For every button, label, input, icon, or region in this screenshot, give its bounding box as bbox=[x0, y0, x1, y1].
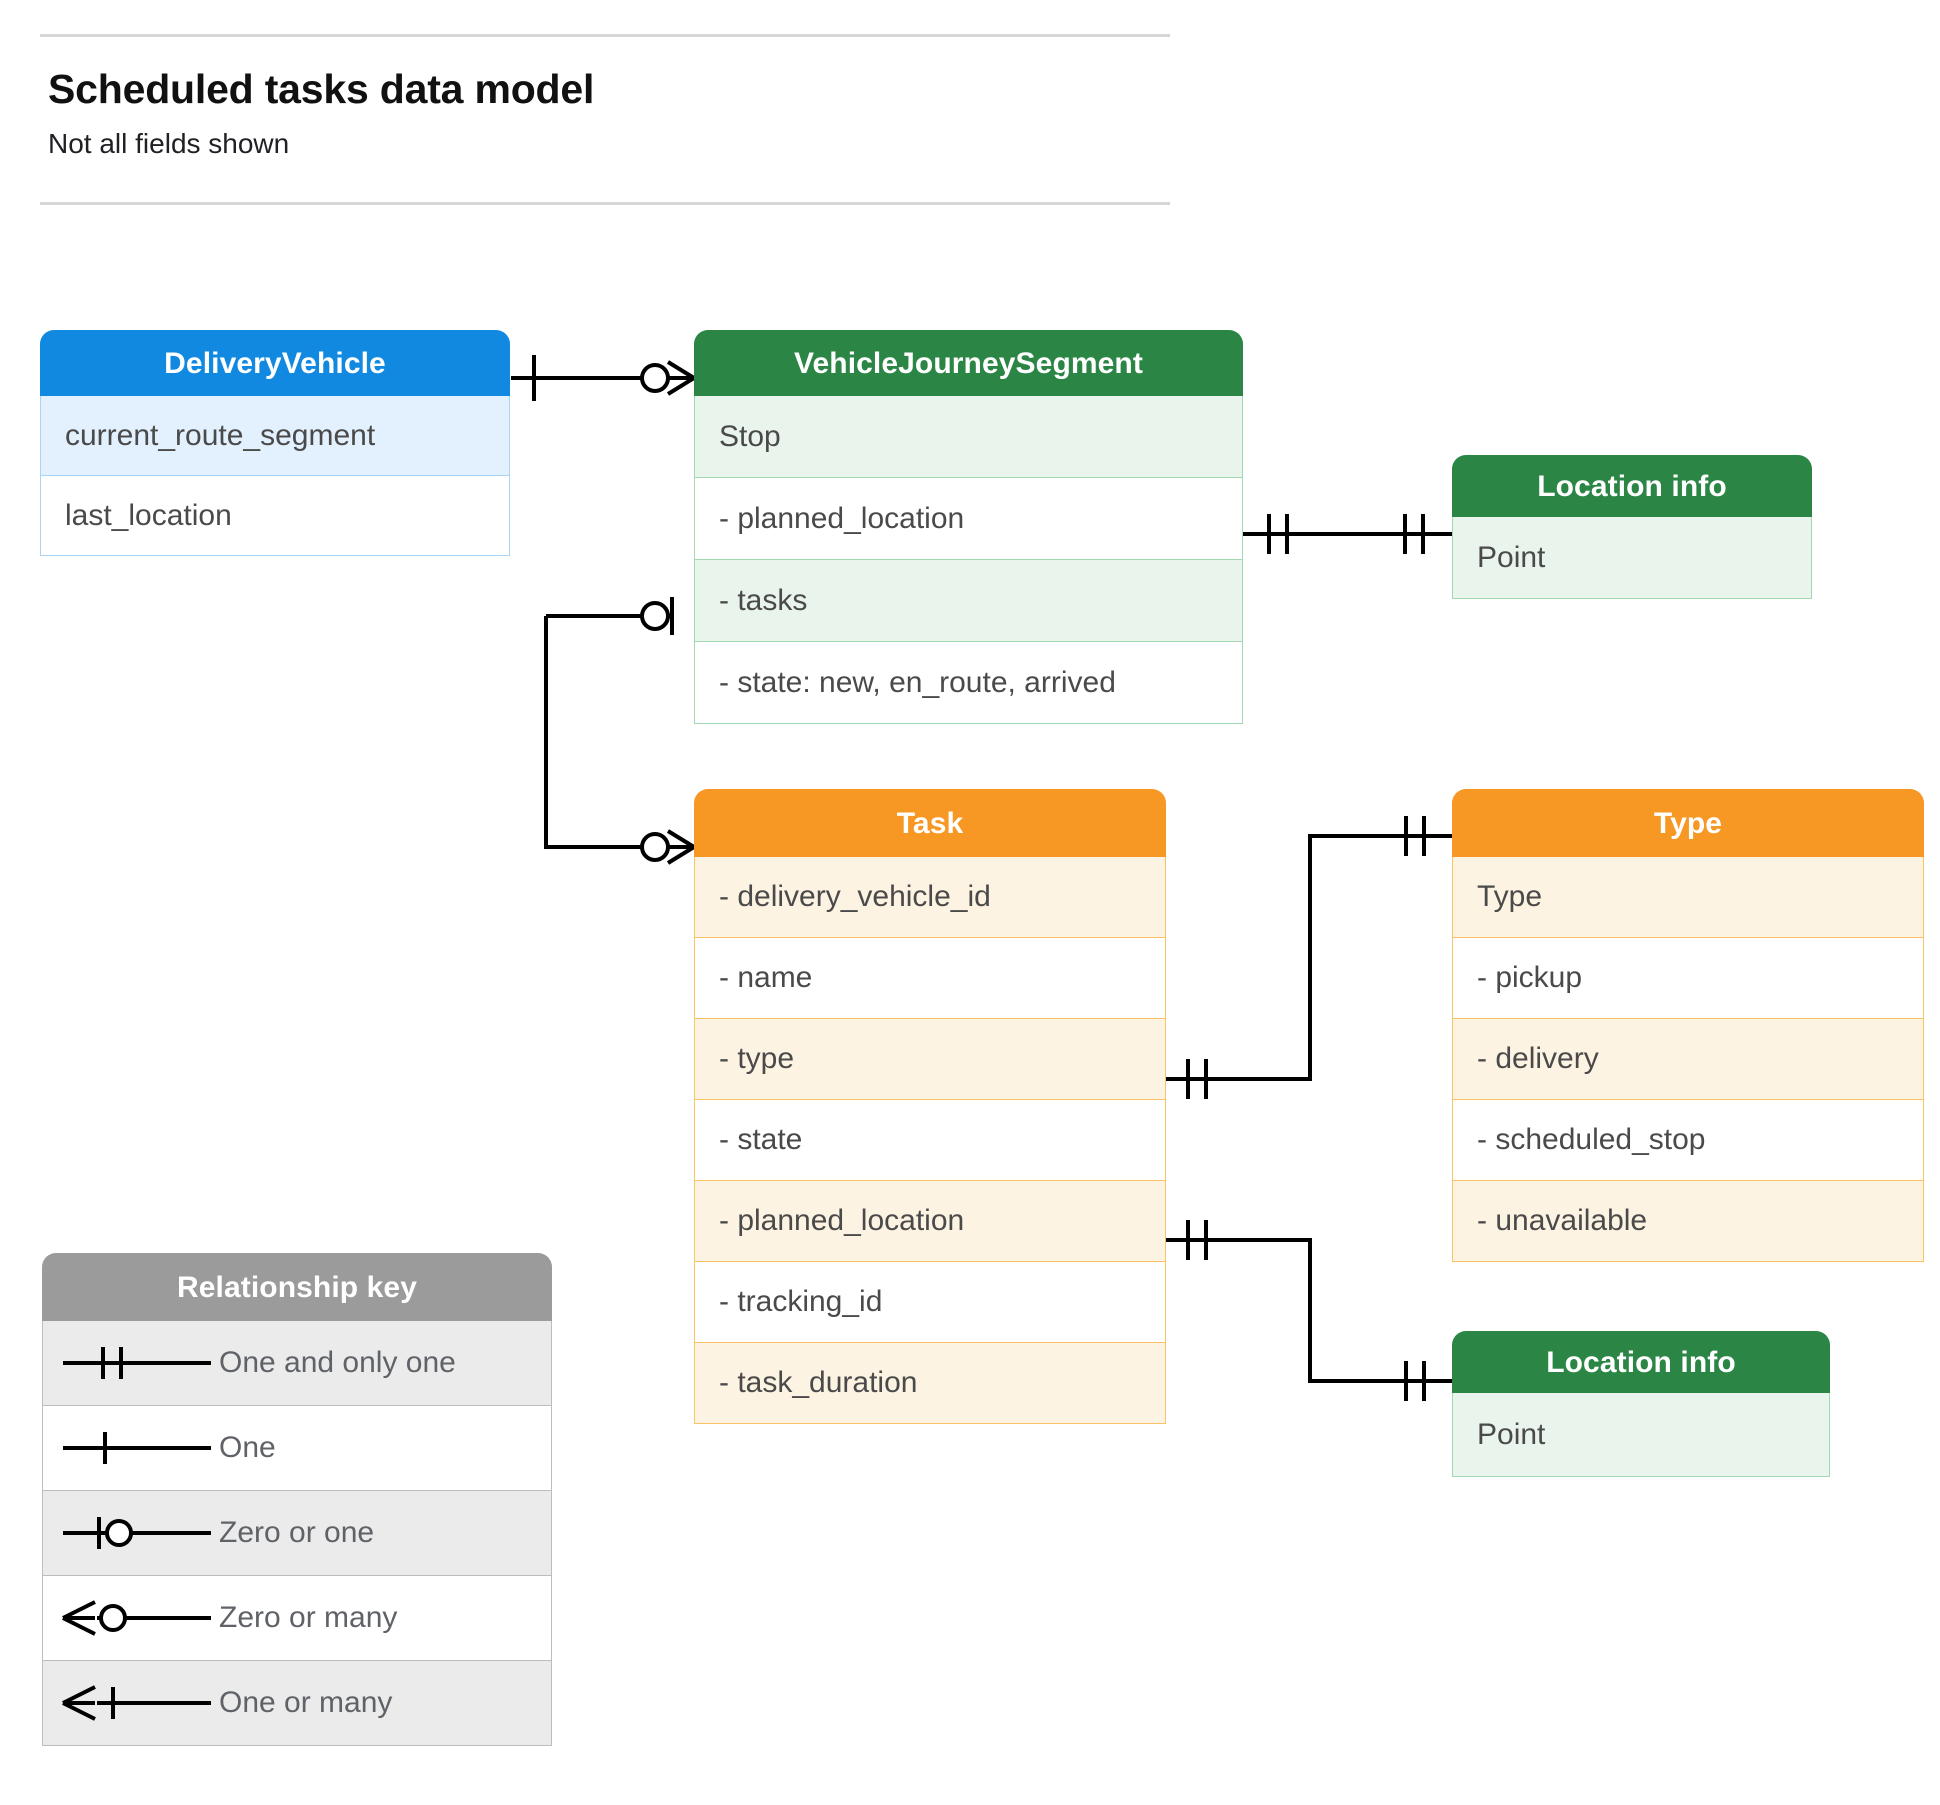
entity-type[interactable]: Type Type - pickup - delivery - schedule… bbox=[1452, 789, 1924, 1262]
field-state: - state: new, en_route, arrived bbox=[694, 642, 1243, 724]
field-last-location: last_location bbox=[40, 476, 510, 556]
entity-delivery-vehicle[interactable]: DeliveryVehicle current_route_segment la… bbox=[40, 330, 510, 556]
field-tracking-id: - tracking_id bbox=[694, 1262, 1166, 1343]
zero-or-one-icon bbox=[43, 1491, 219, 1575]
legend-label-one-and-only-one: One and only one bbox=[219, 1346, 456, 1379]
legend-label-one-or-many: One or many bbox=[219, 1686, 393, 1719]
header-divider-top bbox=[40, 34, 1170, 37]
field-task-duration: - task_duration bbox=[694, 1343, 1166, 1424]
field-point-top: Point bbox=[1452, 517, 1812, 599]
field-name: - name bbox=[694, 938, 1166, 1019]
entity-header-delivery-vehicle: DeliveryVehicle bbox=[40, 330, 510, 396]
page-subtitle: Not all fields shown bbox=[48, 128, 290, 159]
field-tasks: - tasks bbox=[694, 560, 1243, 642]
legend-label-zero-or-one: Zero or one bbox=[219, 1516, 375, 1549]
field-type-scheduled-stop: - scheduled_stop bbox=[1452, 1100, 1924, 1181]
field-type-unavailable: - unavailable bbox=[1452, 1181, 1924, 1262]
field-vjs-planned-location: - planned_location bbox=[694, 478, 1243, 560]
entity-header-task: Task bbox=[694, 789, 1166, 857]
field-type: - type bbox=[694, 1019, 1166, 1100]
field-current-route-segment: current_route_segment bbox=[40, 396, 510, 476]
entity-header-location-info-bottom: Location info bbox=[1452, 1331, 1830, 1393]
one-and-only-one-icon bbox=[43, 1321, 219, 1405]
zero-or-many-icon bbox=[43, 1576, 219, 1660]
legend-row-zero-or-one: Zero or one bbox=[42, 1491, 552, 1576]
entity-location-info-top[interactable]: Location info Point bbox=[1452, 455, 1812, 599]
legend-row-one-and-only-one: One and only one bbox=[42, 1321, 552, 1406]
one-or-many-icon bbox=[43, 1661, 219, 1745]
legend-label-one: One bbox=[219, 1431, 276, 1464]
header-divider-bottom bbox=[40, 202, 1170, 205]
legend-label-zero-or-many: Zero or many bbox=[219, 1601, 398, 1634]
field-type-pickup: - pickup bbox=[1452, 938, 1924, 1019]
one-icon bbox=[43, 1406, 219, 1490]
legend-header: Relationship key bbox=[42, 1253, 552, 1321]
entity-header-vehicle-journey-segment: VehicleJourneySegment bbox=[694, 330, 1243, 396]
entity-location-info-bottom[interactable]: Location info Point bbox=[1452, 1331, 1830, 1477]
field-task-planned-location: - planned_location bbox=[694, 1181, 1166, 1262]
entity-header-location-info-top: Location info bbox=[1452, 455, 1812, 517]
field-delivery-vehicle-id: - delivery_vehicle_id bbox=[694, 857, 1166, 938]
legend-row-one-or-many: One or many bbox=[42, 1661, 552, 1746]
field-stop: Stop bbox=[694, 396, 1243, 478]
legend-row-zero-or-many: Zero or many bbox=[42, 1576, 552, 1661]
page-title: Scheduled tasks data model bbox=[48, 66, 595, 112]
field-type-label: Type bbox=[1452, 857, 1924, 938]
entity-vehicle-journey-segment[interactable]: VehicleJourneySegment Stop - planned_loc… bbox=[694, 330, 1243, 724]
field-type-delivery: - delivery bbox=[1452, 1019, 1924, 1100]
field-point-bottom: Point bbox=[1452, 1393, 1830, 1477]
entity-header-type: Type bbox=[1452, 789, 1924, 857]
entity-task[interactable]: Task - delivery_vehicle_id - name - type… bbox=[694, 789, 1166, 1424]
relationship-key-legend[interactable]: Relationship key One and only one One bbox=[42, 1253, 552, 1746]
field-task-state: - state bbox=[694, 1100, 1166, 1181]
legend-row-one: One bbox=[42, 1406, 552, 1491]
